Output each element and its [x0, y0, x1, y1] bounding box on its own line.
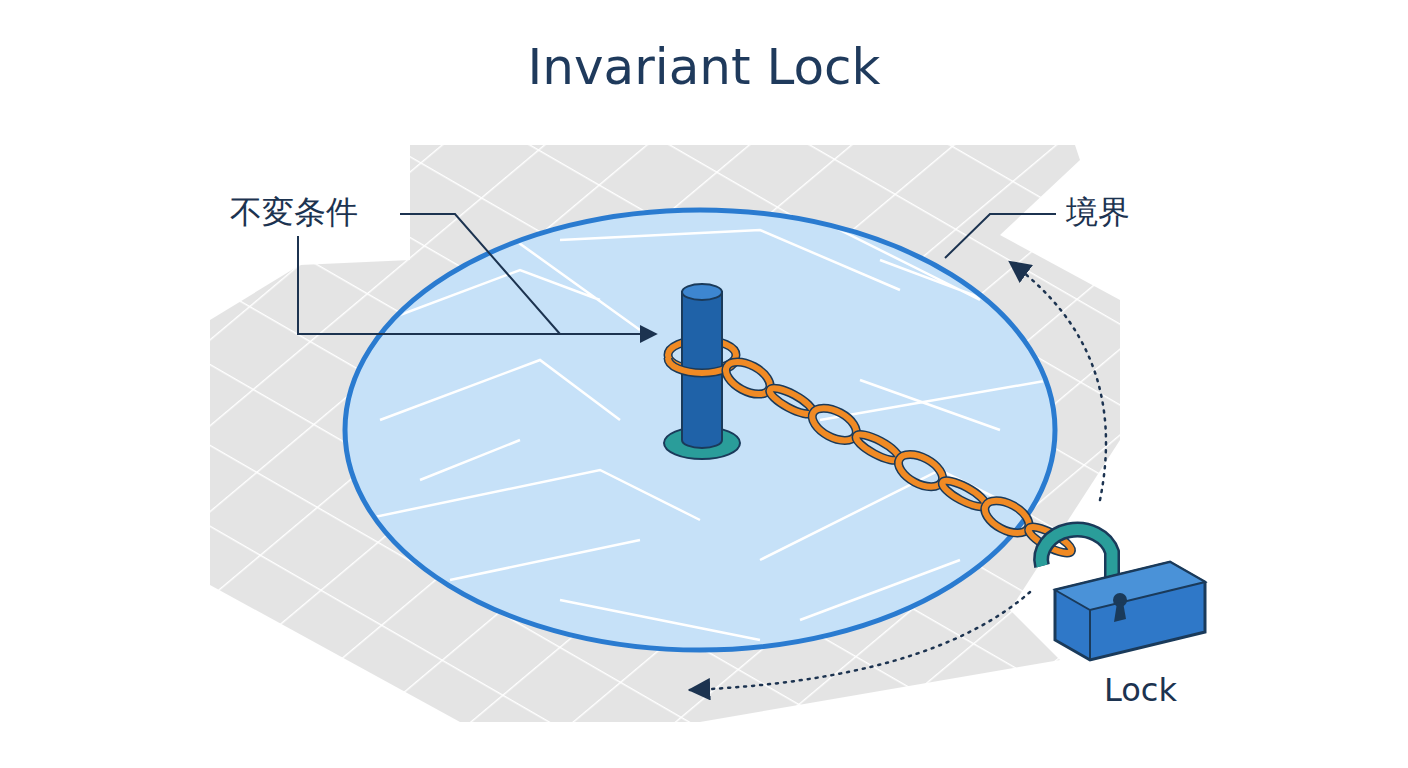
- leader-lines: [298, 214, 1056, 334]
- callout-label: 不変条件: [230, 193, 358, 231]
- padlock: [1041, 530, 1205, 660]
- chain: [721, 355, 1075, 557]
- diagram-title: Invariant Lock: [0, 38, 1408, 96]
- floor-lines: [360, 210, 1050, 640]
- boundary-disc: [345, 210, 1055, 650]
- floor: [210, 145, 1120, 722]
- callout-label: 境界: [1066, 193, 1130, 231]
- rotation-arrows: [690, 262, 1106, 690]
- callout-label: Lock: [1104, 671, 1177, 709]
